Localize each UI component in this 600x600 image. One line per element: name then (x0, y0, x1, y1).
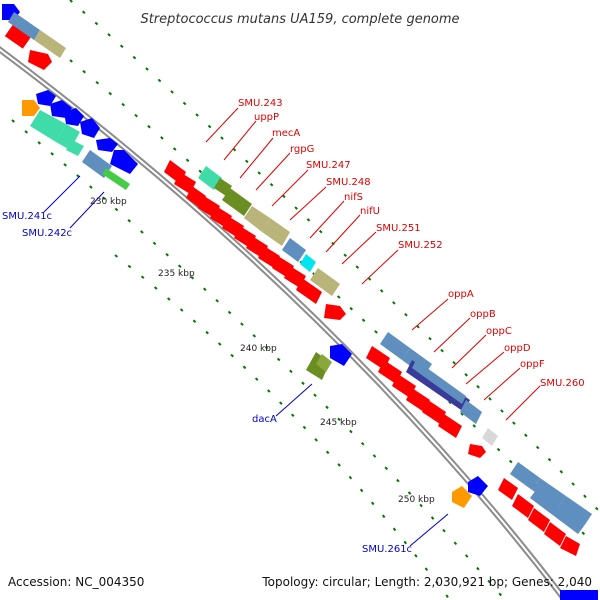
gene-block (66, 140, 84, 156)
gene-arrow (22, 100, 40, 116)
gene-label-oppD: oppD (504, 343, 531, 354)
gene-label-oppF: oppF (520, 359, 545, 370)
tick-label-245: 245 kbp (320, 418, 357, 428)
gene-block (34, 30, 66, 58)
gene-block (8, 12, 40, 40)
dotted-guides (11, 0, 600, 600)
gene-label-oppB: oppB (470, 309, 496, 320)
gene-block (510, 462, 540, 490)
gene-block (532, 478, 566, 508)
gene-arrow (452, 486, 472, 508)
gene-label-smu241c: SMU.241c (2, 211, 52, 222)
gene-label-nifS: nifS (344, 192, 363, 203)
gene-arrow (110, 150, 138, 174)
gene-block (460, 400, 482, 424)
gene-label-smu242c: SMU.242c (22, 228, 72, 239)
tick-label-250: 250 kbp (398, 495, 435, 505)
gene-arrow (512, 494, 534, 518)
gene-block (282, 238, 306, 262)
gene-arrow (544, 522, 566, 546)
leader-lines-red (205, 107, 541, 421)
gene-label-rgpG: rgpG (290, 144, 314, 155)
genome-summary-text: Topology: circular; Length: 2,030,921 bp… (261, 575, 592, 589)
gene-cluster-bottom-right (498, 462, 598, 600)
gene-cluster-230 (22, 90, 138, 190)
gene-arrow (330, 344, 352, 366)
gene-block (300, 254, 316, 272)
gene-arrow (28, 50, 52, 70)
gene-label-smu243: SMU.243 (238, 98, 283, 109)
gene-block (380, 332, 410, 360)
gene-cluster-dacA (306, 344, 352, 380)
gene-label-mecA: mecA (272, 128, 300, 139)
gene-arrow (80, 118, 100, 138)
gene-block (214, 178, 232, 196)
gene-arrow (422, 400, 446, 424)
gene-arrow (528, 508, 550, 532)
gene-arrow (406, 388, 430, 412)
gene-label-smu251: SMU.251 (376, 223, 421, 234)
gene-block (316, 354, 332, 372)
leader-lines-blue (43, 175, 449, 547)
gene-arrow (174, 172, 196, 194)
gene-arrow (468, 476, 488, 496)
gene-block (482, 428, 498, 446)
gene-arrow (36, 90, 56, 106)
accession-text: Accession: NC_004350 (8, 575, 144, 589)
gene-block (412, 360, 466, 404)
gene-block (262, 218, 290, 246)
gene-arrow (64, 108, 84, 126)
gene-block (198, 166, 222, 190)
gene-labels-blue: SMU.241c SMU.242c dacA SMU.261c (2, 211, 412, 555)
gene-label-smu260: SMU.260 (540, 378, 585, 389)
gene-arrow (96, 138, 118, 152)
gene-label-uppP: uppP (254, 112, 279, 123)
gene-label-oppC: oppC (486, 326, 512, 337)
gene-arrow (4, 21, 34, 49)
map-title: Streptococcus mutans UA159, complete gen… (140, 12, 459, 27)
gene-labels-red: SMU.243 uppP mecA rgpG SMU.247 SMU.248 n… (238, 98, 585, 389)
gene-block (102, 168, 130, 190)
gene-label-nifU: nifU (360, 206, 380, 217)
gene-label-smu252: SMU.252 (398, 240, 443, 251)
gene-cluster-261 (452, 476, 488, 508)
gene-block (30, 110, 66, 142)
gene-block (222, 188, 252, 216)
gene-label-oppA: oppA (448, 289, 474, 300)
gene-cluster-top-left (2, 4, 66, 70)
gene-arrow (324, 304, 346, 320)
gene-block (244, 206, 270, 232)
gene-block (56, 124, 80, 150)
gene-arrow (438, 414, 462, 438)
gene-arrow (296, 278, 322, 304)
gene-cluster-opp (366, 332, 498, 458)
gene-label-smu247: SMU.247 (306, 160, 351, 171)
gene-arrow (468, 444, 486, 458)
gene-block (560, 590, 598, 600)
gene-arrow (560, 536, 580, 556)
gene-arrow (258, 246, 280, 268)
gene-label-smu261c: SMU.261c (362, 544, 412, 555)
tick-label-230: 230 kbp (90, 197, 127, 207)
gene-label-smu248: SMU.248 (326, 177, 371, 188)
gene-arrow (498, 478, 518, 500)
tick-label-235: 235 kbp (158, 269, 195, 279)
gene-label-dacA: dacA (252, 414, 277, 425)
gene-cluster-central (164, 160, 346, 320)
gene-block (530, 490, 584, 534)
tick-label-240: 240 kbp (240, 344, 277, 354)
gene-block (558, 496, 592, 526)
kbp-ticks: 230 kbp 235 kbp 240 kbp 245 kbp 250 kbp (90, 197, 435, 505)
gene-block (310, 268, 340, 296)
